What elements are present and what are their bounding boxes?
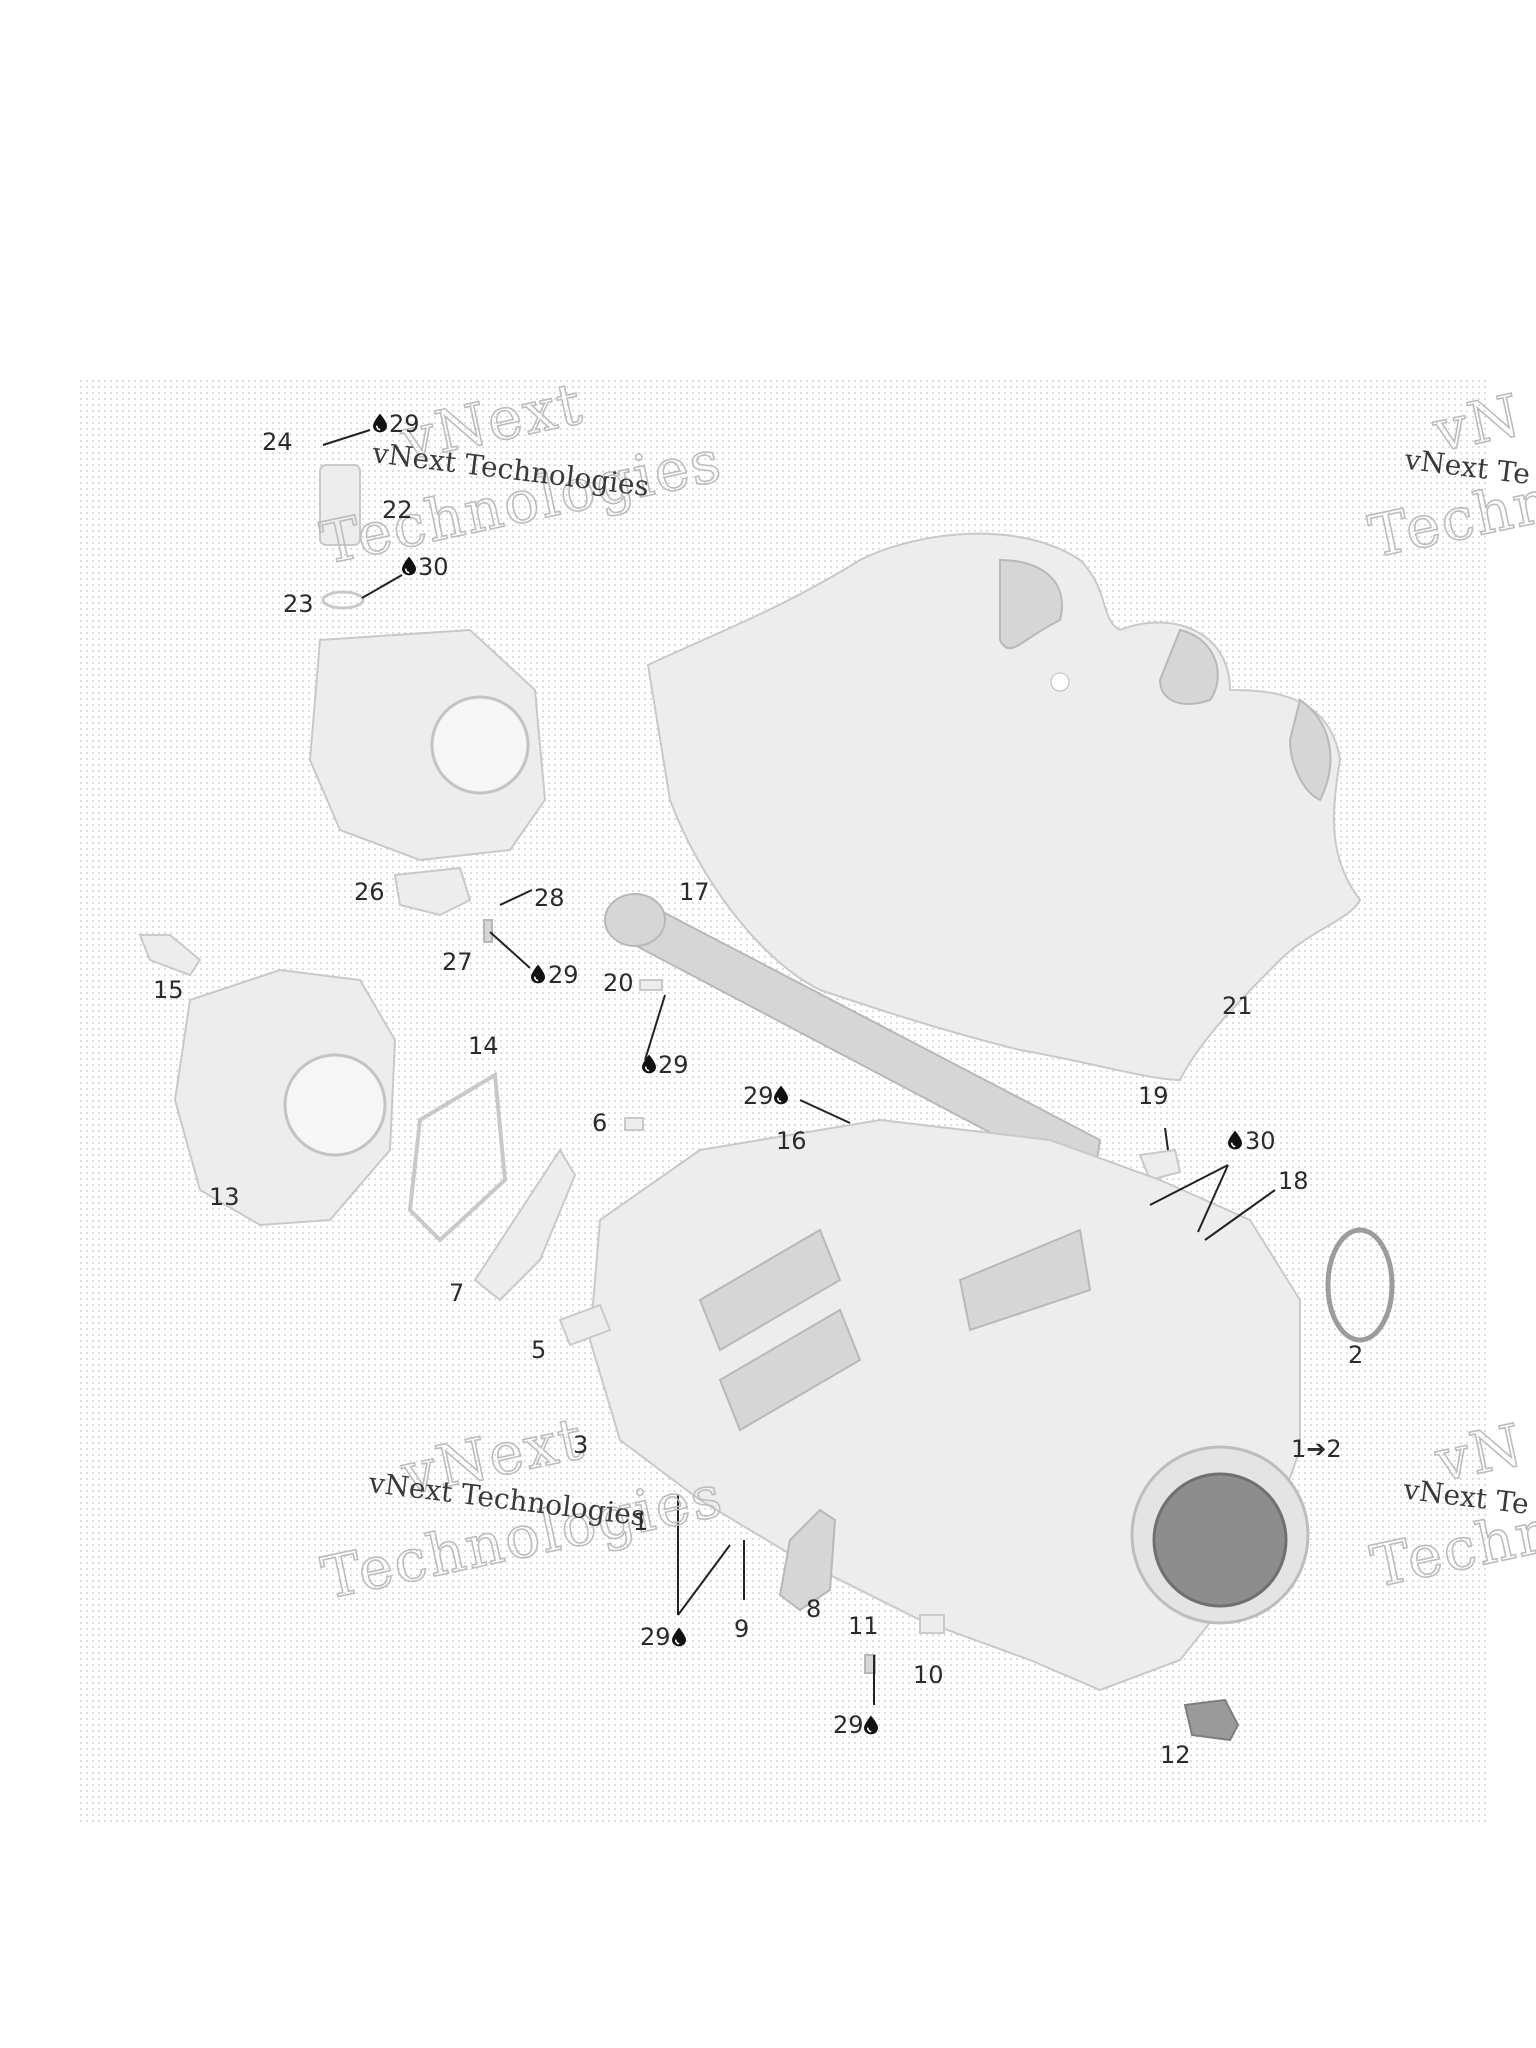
part-21-cover-hole (1050, 672, 1070, 692)
part-17-fuel-rail-end (604, 893, 666, 947)
part-21-cover-ridge (1288, 698, 1332, 802)
callout-24: 24 (262, 428, 293, 456)
part-20-fitting (639, 979, 663, 991)
callout-30: 30 (1245, 1127, 1276, 1155)
callout-2: 2 (1348, 1341, 1363, 1369)
callout-30: 30 (418, 553, 449, 581)
callout-13: 13 (209, 1183, 240, 1211)
part-19-clip (1138, 1148, 1182, 1182)
part-throttle-bore-upper (430, 695, 530, 795)
callout-11: 11 (848, 1612, 879, 1640)
callout-27: 27 (442, 948, 473, 976)
callout-9: 9 (734, 1615, 749, 1643)
callout-28: 28 (534, 884, 565, 912)
callout-18: 18 (1278, 1167, 1309, 1195)
part-5-gasket (558, 1303, 612, 1347)
leader-lines (322, 429, 1276, 1705)
callout-20: 20 (603, 969, 634, 997)
callout-22: 22 (382, 496, 413, 524)
part-3-runner (958, 1228, 1092, 1332)
callout-8: 8 (806, 1595, 821, 1623)
part-23-o-ring (321, 590, 365, 610)
part-3-runner (698, 1228, 842, 1352)
callout-29: 29 (658, 1051, 689, 1079)
part-27-screw (483, 919, 493, 943)
part-21-cover-ridge (1158, 628, 1219, 705)
callout-labels: 24 29 22 23 30 26 28 27 29 17 15 20 29 2… (153, 410, 1363, 1769)
part-throttle-body-upper (308, 628, 547, 862)
callout-21: 21 (1222, 992, 1253, 1020)
part-1-throttle-bore (1152, 1472, 1288, 1608)
callout-29: 29 (389, 410, 420, 438)
callout-19: 19 (1138, 1082, 1169, 1110)
callout-7: 7 (449, 1279, 464, 1307)
part-26-bracket (393, 866, 472, 917)
callout-1: 1 (633, 1508, 648, 1536)
part-13-throttle-bore (283, 1053, 387, 1157)
callout-29: 29 (833, 1711, 864, 1739)
callout-6: 6 (592, 1109, 607, 1137)
callout-1-to-2: 1➔2 (1291, 1435, 1342, 1463)
callout-10: 10 (913, 1661, 944, 1689)
part-6-fitting (624, 1117, 644, 1131)
part-3-runner (718, 1308, 862, 1432)
callout-15: 15 (153, 976, 184, 1004)
callout-29: 29 (548, 961, 579, 989)
part-2-seal-ring (1325, 1227, 1395, 1343)
part-7-bracket (473, 1148, 577, 1302)
part-12-sensor (1183, 1698, 1240, 1742)
callout-26: 26 (354, 878, 385, 906)
callout-29: 29 (640, 1623, 671, 1651)
callout-5: 5 (531, 1336, 546, 1364)
part-15-sensor (138, 934, 202, 977)
callout-23: 23 (283, 590, 314, 618)
callout-17: 17 (679, 878, 710, 906)
part-8-bracket (778, 1508, 837, 1612)
callout-16: 16 (776, 1127, 807, 1155)
callout-12: 12 (1160, 1741, 1191, 1769)
part-21-cover-ridge (999, 558, 1063, 650)
callout-29: 29 (743, 1082, 774, 1110)
part-22-sensor (319, 464, 361, 546)
callout-14: 14 (468, 1032, 499, 1060)
callout-3: 3 (573, 1431, 588, 1459)
part-10-fitting (919, 1614, 945, 1634)
part-14-gasket (407, 1071, 508, 1243)
